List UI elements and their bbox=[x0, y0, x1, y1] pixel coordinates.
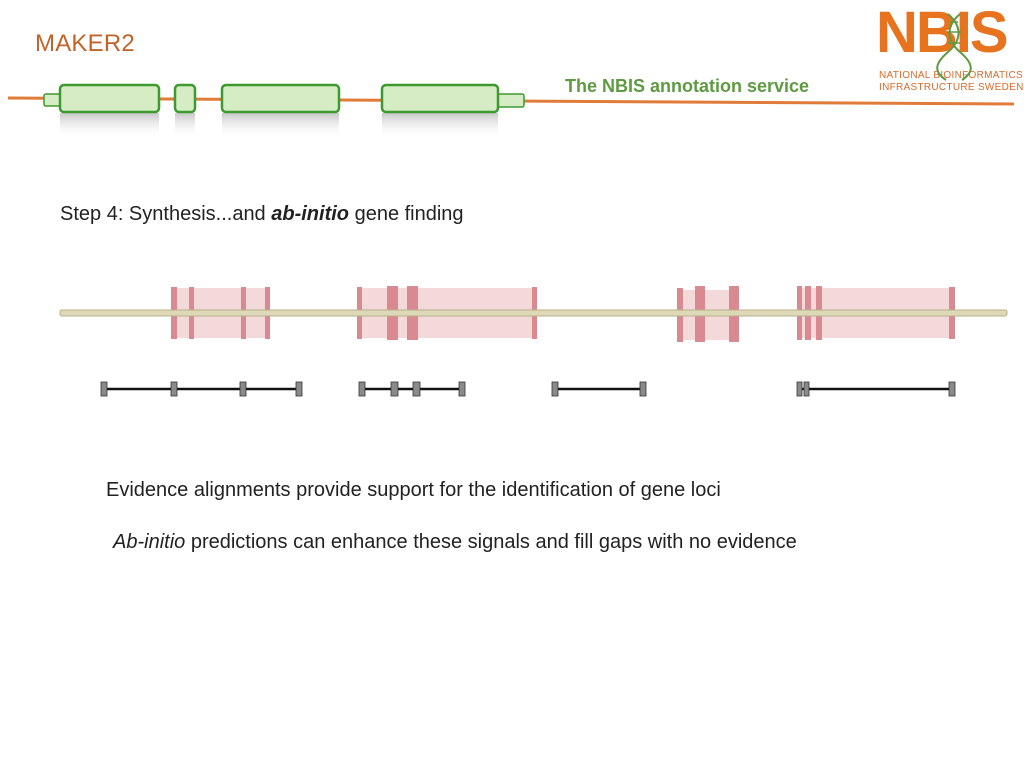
ab-initio-predictions bbox=[100, 381, 956, 397]
genome-line bbox=[59, 309, 1008, 317]
prediction-node bbox=[239, 381, 247, 397]
prediction-node bbox=[796, 381, 803, 397]
abinitio-note-rest: predictions can enhance these signals an… bbox=[185, 531, 797, 553]
exon-block bbox=[220, 83, 341, 114]
logo-helix-icon bbox=[936, 13, 972, 81]
prediction-node bbox=[639, 381, 647, 397]
prediction-node bbox=[458, 381, 466, 397]
prediction-node bbox=[100, 381, 108, 397]
logo-tagline-line1: NATIONAL BIOINFORMATICS bbox=[879, 70, 1023, 81]
exon-block bbox=[380, 83, 500, 114]
prediction-node bbox=[803, 381, 810, 397]
logo-tagline-line2: INFRASTRUCTURE SWEDEN bbox=[879, 82, 1024, 93]
genome-axis bbox=[59, 309, 1008, 317]
prediction-node bbox=[170, 381, 178, 397]
exon-reflection bbox=[222, 113, 339, 139]
exon-reflection bbox=[60, 113, 159, 139]
prediction-node bbox=[551, 381, 559, 397]
prediction-node bbox=[295, 381, 303, 397]
evidence-note: Evidence alignments provide support for … bbox=[106, 479, 721, 501]
prediction-node bbox=[948, 381, 956, 397]
abinitio-note: Ab-initio predictions can enhance these … bbox=[113, 531, 797, 554]
step-heading: Step 4: Synthesis...and ab-initio gene f… bbox=[60, 203, 464, 226]
utr-block bbox=[496, 93, 525, 108]
prediction-node bbox=[390, 381, 399, 397]
prediction-node bbox=[358, 381, 366, 397]
exon-block bbox=[173, 83, 197, 114]
step-heading-suffix: gene finding bbox=[349, 203, 464, 225]
slide-title: MAKER2 bbox=[35, 30, 135, 57]
header-gene-model bbox=[7, 83, 1015, 139]
service-label: The NBIS annotation service bbox=[565, 76, 810, 96]
abinitio-note-emphasis: Ab-initio bbox=[113, 531, 186, 553]
exon-reflection bbox=[175, 113, 195, 139]
step-heading-emphasis: ab-initio bbox=[271, 203, 350, 225]
utr-block bbox=[43, 93, 62, 107]
exon-block bbox=[58, 83, 161, 114]
exon-reflection bbox=[382, 113, 498, 139]
nbis-logo: NBIS bbox=[876, 0, 1009, 65]
step-heading-prefix: Step 4: Synthesis...and bbox=[60, 203, 272, 225]
prediction-node bbox=[412, 381, 421, 397]
